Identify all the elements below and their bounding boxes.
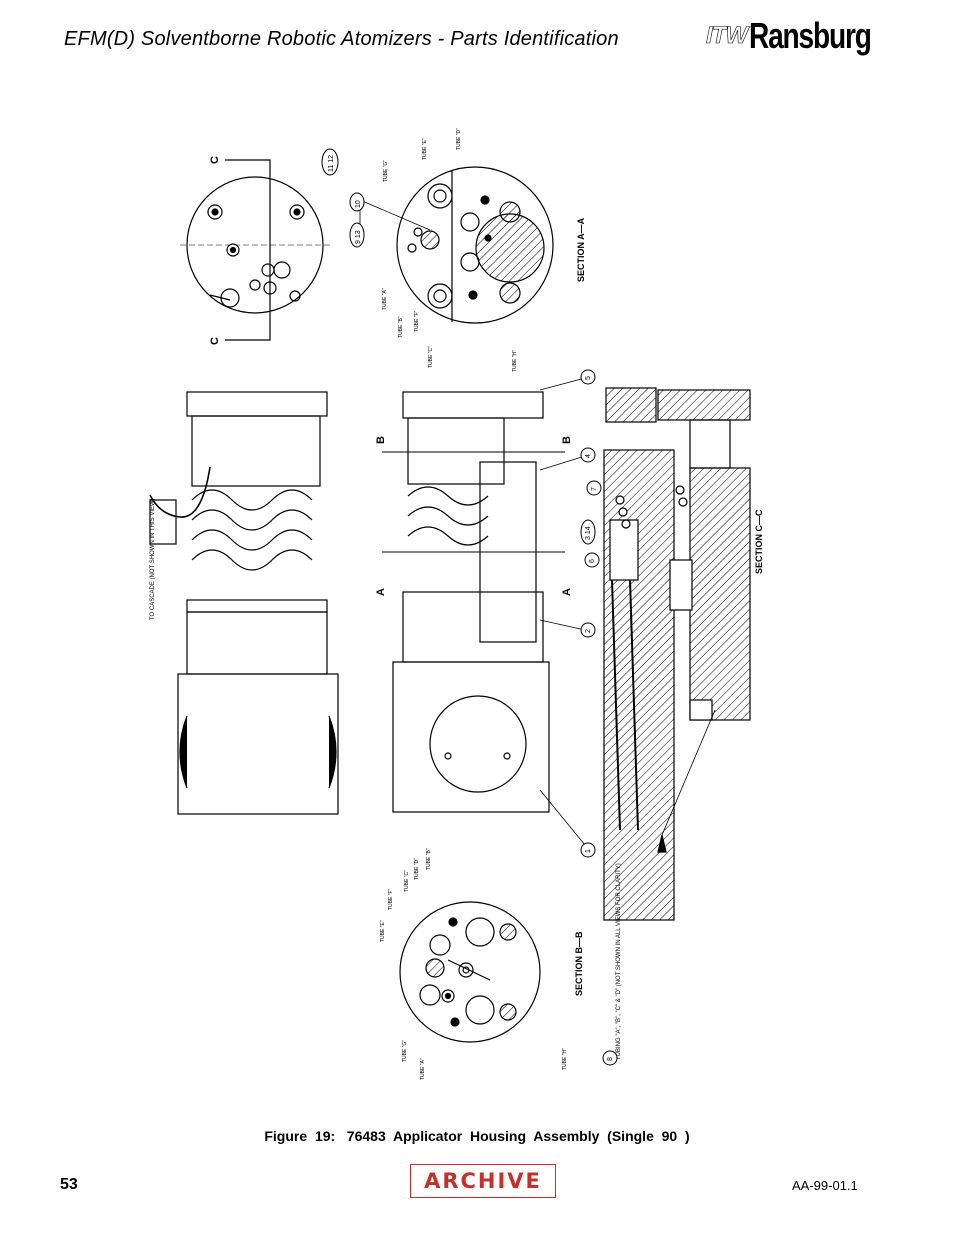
- archive-stamp: ARCHIVE: [410, 1164, 556, 1198]
- tube-label-b-d: TUBE "D": [414, 858, 420, 880]
- callout-5: 5: [580, 369, 596, 385]
- tube-label-d: TUBE "D": [456, 128, 462, 150]
- tube-label-b-h: TUBE "H": [562, 1048, 568, 1070]
- callout-1: 1: [580, 842, 596, 858]
- svg-text:2: 2: [585, 629, 592, 633]
- side-view-middle: [382, 377, 586, 846]
- cut-mark-c-bottom: C: [209, 337, 221, 345]
- callout-10: 10: [349, 192, 365, 212]
- cut-mark-b-right: B: [561, 436, 573, 444]
- svg-text:7: 7: [591, 487, 598, 491]
- itw-ransburg-logo: ITW Ransburg: [706, 18, 905, 54]
- svg-text:9 13: 9 13: [355, 230, 362, 244]
- section-a-a-view: [359, 166, 554, 324]
- callout-4: 4: [580, 447, 596, 463]
- callout-7: 7: [586, 480, 602, 496]
- section-label-b-b: SECTION B—B: [574, 931, 584, 996]
- tube-label-c: TUBE "C": [428, 346, 434, 368]
- tube-label-a: TUBE "A": [382, 288, 388, 310]
- side-view-left: [149, 391, 339, 815]
- section-c-c-view: [603, 387, 751, 921]
- callout-3-14: 3 14: [580, 519, 596, 545]
- svg-text:4: 4: [585, 454, 592, 458]
- svg-text:3 14: 3 14: [585, 526, 592, 540]
- cut-mark-a-right: A: [561, 588, 573, 596]
- svg-text:5: 5: [585, 376, 592, 380]
- tube-label-b-f: TUBE "F": [388, 888, 394, 910]
- tube-label-b: TUBE "B": [398, 316, 404, 338]
- tubing-note: TUBING "A", "B", "C" & "D" (NOT SHOWN IN…: [616, 863, 622, 1060]
- svg-text:8: 8: [607, 1057, 614, 1061]
- tube-label-b-b: TUBE "B": [426, 848, 432, 870]
- callout-9-13: 9 13: [349, 222, 365, 248]
- tube-label-b-e: TUBE "E": [380, 920, 386, 942]
- assembly-drawing: C C 11 12 10 9 13 TUBE "E" TUBE "D" TUBE…: [149, 128, 764, 1080]
- tube-label-b-g: TUBE "G": [402, 1040, 408, 1062]
- callout-2: 2: [580, 622, 596, 638]
- page-title: EFM(D) Solventborne Robotic Atomizers - …: [64, 28, 619, 50]
- callout-8: 8: [602, 1050, 618, 1066]
- tube-label-h: TUBE "H": [512, 350, 518, 372]
- figure-caption: Figure 19: 76483 Applicator Housing Asse…: [264, 1128, 690, 1144]
- svg-text:10: 10: [355, 200, 362, 208]
- tube-label-e: TUBE "E": [422, 138, 428, 160]
- cut-mark-b-left: B: [375, 436, 387, 444]
- cut-mark-c-top: C: [209, 156, 221, 164]
- tube-label-b-c: TUBE "C": [404, 870, 410, 892]
- svg-text:11 12: 11 12: [328, 155, 335, 172]
- section-b-b-view: [399, 901, 541, 1043]
- svg-text:6: 6: [589, 559, 596, 563]
- cascade-note: TO CASCADE (NOT SHOWN IN THIS VIEW): [150, 498, 156, 620]
- document-code: AA-99-01.1: [792, 1178, 858, 1193]
- tube-label-f: TUBE "F": [414, 310, 420, 332]
- tube-label-g: TUBE "G": [383, 160, 389, 182]
- logo-prefix: ITW: [706, 22, 749, 49]
- tube-label-b-a: TUBE "A": [420, 1058, 426, 1080]
- section-label-a-a: SECTION A—A: [576, 217, 586, 282]
- logo-brand: Ransburg: [748, 15, 872, 56]
- page-number: 53: [60, 1176, 78, 1193]
- callout-11-12: 11 12: [321, 148, 339, 176]
- cut-mark-a-left: A: [375, 588, 387, 596]
- callout-6: 6: [584, 552, 600, 568]
- svg-text:1: 1: [585, 849, 592, 853]
- section-label-c-c: SECTION C—C: [754, 509, 764, 574]
- end-view-top-left: [180, 159, 330, 341]
